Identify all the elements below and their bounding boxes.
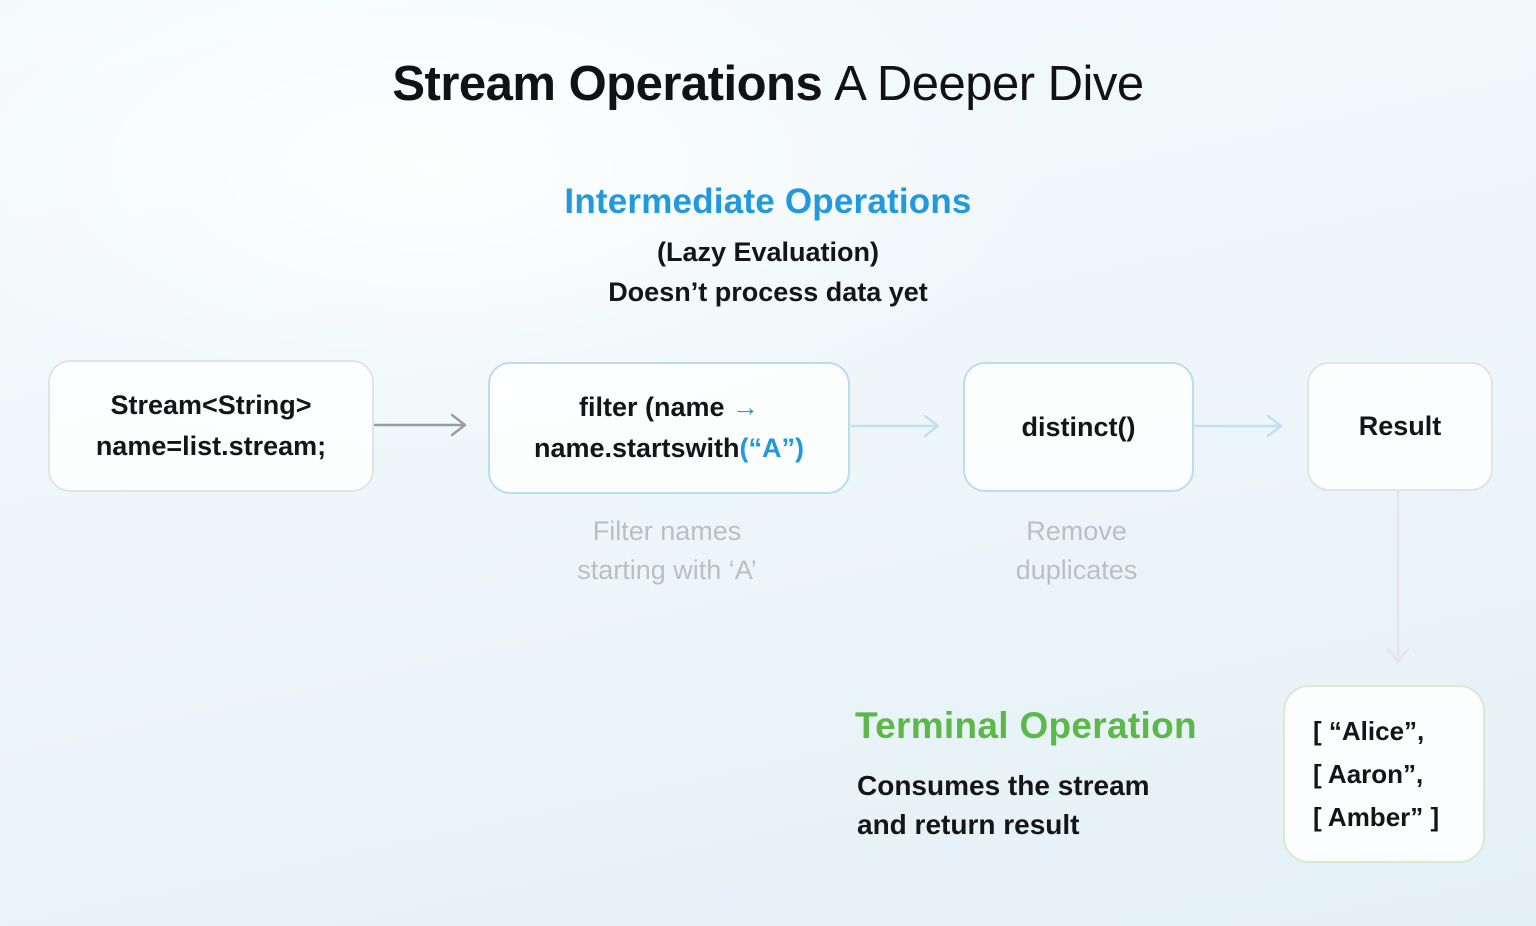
page-title-regular: A Deeper Dive bbox=[834, 57, 1144, 111]
arrow-right-icon bbox=[851, 413, 943, 439]
filter-line2-arg: (“A”) bbox=[739, 433, 805, 463]
distinct-label: distinct() bbox=[1021, 411, 1136, 442]
output-list-box: [ “Alice”, [ Aaron”, [ Amber” ] bbox=[1283, 685, 1485, 863]
arrow-down-icon bbox=[1386, 489, 1410, 669]
result-box: Result bbox=[1307, 362, 1493, 491]
terminal-desc-line2: and return result bbox=[857, 809, 1080, 840]
lazy-evaluation-subtitle: (Lazy Evaluation) bbox=[656, 237, 880, 267]
terminal-operation-description: Consumes the stream and return result bbox=[857, 766, 1150, 844]
filter-caption-line2: starting with ‘A’ bbox=[577, 555, 757, 585]
intermediate-operations-heading: Intermediate Operations bbox=[564, 182, 972, 221]
terminal-desc-line1: Consumes the stream bbox=[857, 770, 1150, 801]
lambda-arrow-icon: → bbox=[732, 392, 760, 422]
arrow-right-icon bbox=[374, 412, 470, 438]
filter-line2-text: name.startswith bbox=[533, 433, 740, 463]
output-line: [ Aaron”, bbox=[1313, 758, 1424, 789]
distinct-caption-line2: duplicates bbox=[1015, 555, 1138, 585]
stream-source-line1: Stream<String> bbox=[110, 390, 312, 420]
distinct-caption-line1: Remove bbox=[1026, 516, 1127, 546]
output-line: [ “Alice”, bbox=[1313, 715, 1425, 746]
arrow-right-icon bbox=[1194, 413, 1286, 439]
stream-source-box: Stream<String> name=list.stream; bbox=[48, 360, 374, 492]
filter-line1-text: filter (name bbox=[578, 392, 725, 422]
doesnt-process-subtitle: Doesn’t process data yet bbox=[608, 277, 928, 307]
output-line: [ Amber” ] bbox=[1313, 801, 1440, 832]
page-title-bold: Stream Operations bbox=[392, 57, 823, 111]
result-label: Result bbox=[1358, 411, 1442, 441]
filter-line2: name.startswith(“A”) bbox=[534, 428, 804, 469]
filter-line1: filter (name → bbox=[579, 387, 759, 428]
filter-caption: Filter names starting with ‘A’ bbox=[468, 512, 866, 590]
filter-box: filter (name → name.startswith(“A”) bbox=[488, 362, 850, 494]
stream-source-line2: name=list.stream; bbox=[95, 431, 327, 461]
distinct-box: distinct() bbox=[963, 362, 1194, 492]
distinct-caption: Remove duplicates bbox=[943, 512, 1210, 590]
filter-caption-line1: Filter names bbox=[592, 516, 742, 546]
terminal-operation-heading: Terminal Operation bbox=[855, 705, 1197, 746]
